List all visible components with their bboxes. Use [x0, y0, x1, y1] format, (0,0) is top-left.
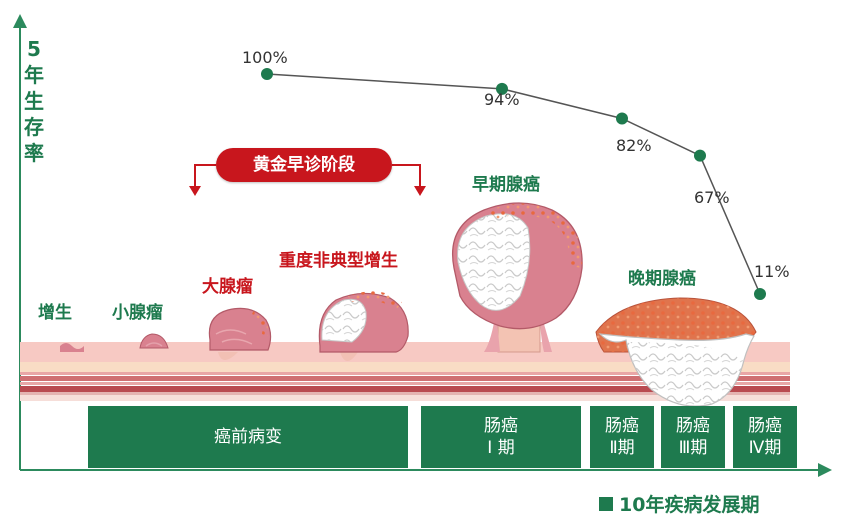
large-adenoma-lesion [208, 307, 272, 360]
phase-stage-number: Ⅳ期 [748, 438, 782, 458]
phase-label: 肠癌 [484, 416, 518, 436]
x-axis-arrow [818, 463, 832, 477]
survival-point-1 [261, 68, 273, 80]
golden-window-bracket [189, 164, 426, 196]
stage-label-late-cancer: 晚期腺癌 [628, 269, 696, 289]
late-cancer-lesion [595, 297, 757, 407]
survival-points [261, 68, 766, 300]
hyperplasia-lesion [60, 343, 84, 352]
y-axis-label-char: 存 [24, 115, 44, 139]
stage-label-small-adenoma: 小腺瘤 [112, 303, 163, 323]
stage-label-early-cancer: 早期腺癌 [472, 175, 540, 195]
golden-window-banner: 黄金早诊阶段 [216, 148, 392, 182]
y-axis-label-char: 5 [27, 37, 41, 61]
severe-dysplasia-lesion [318, 291, 409, 361]
y-axis-label-char: 年 [24, 63, 44, 87]
phase-label: 癌前病变 [214, 427, 282, 447]
survival-label: 67% [694, 188, 730, 207]
x-axis-label: 10年疾病发展期 [599, 490, 759, 517]
early-cancer-lesion [452, 202, 583, 353]
small-adenoma-lesion [139, 333, 169, 349]
survival-label: 94% [484, 90, 520, 109]
phase-box-precancer: 癌前病变 [88, 406, 408, 468]
stage-label-severe-dysplasia: 重度非典型增生 [279, 251, 398, 271]
phase-stage-number: Ⅲ期 [678, 438, 708, 458]
x-axis-label-text: 10年疾病发展期 [619, 494, 760, 516]
phase-label: 肠癌 [605, 416, 639, 436]
stage-label-hyperplasia: 增生 [38, 303, 72, 323]
phase-label: 肠癌 [748, 416, 782, 436]
survival-point-2 [496, 82, 508, 95]
phase-box-stage-3: 肠癌 Ⅲ期 [661, 406, 725, 468]
survival-point-4 [694, 149, 706, 162]
survival-point-5 [754, 288, 766, 300]
y-axis-label: 5 年 生 存 率 [14, 36, 54, 166]
phase-box-stage-1: 肠癌 Ⅰ 期 [421, 406, 581, 468]
y-axis-arrow [13, 14, 27, 28]
survival-label: 11% [754, 262, 790, 281]
phase-box-stage-2: 肠癌 Ⅱ期 [590, 406, 654, 468]
survival-point-3 [616, 112, 628, 125]
phase-stage-number: Ⅰ 期 [487, 438, 515, 458]
y-axis-label-char: 生 [24, 89, 44, 113]
phase-box-stage-4: 肠癌 Ⅳ期 [733, 406, 797, 468]
survival-label: 100% [242, 48, 288, 67]
phase-stage-number: Ⅱ期 [609, 438, 635, 458]
legend-square-icon [599, 496, 613, 511]
survival-label: 82% [616, 136, 652, 155]
phase-label: 肠癌 [676, 416, 710, 436]
stage-label-large-adenoma: 大腺瘤 [202, 277, 253, 297]
y-axis-label-char: 率 [24, 141, 44, 165]
